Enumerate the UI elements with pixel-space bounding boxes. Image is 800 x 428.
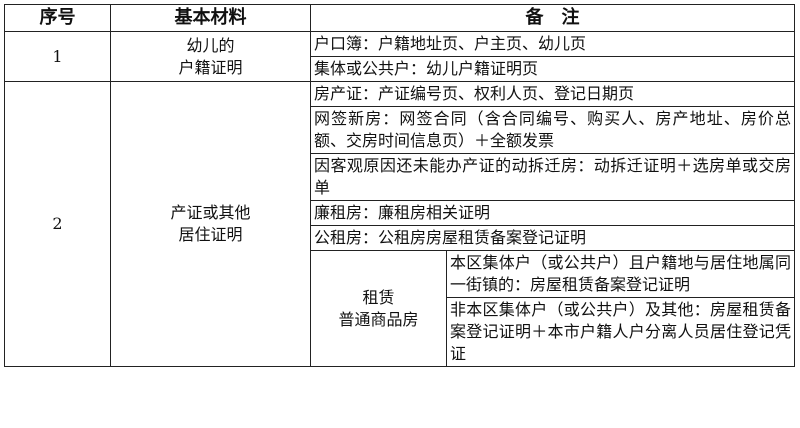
rental-item: 非本区集体户（或公共户）及其他：房屋租赁备案登记证明＋本市户籍人户分离人员居住登… [446,297,795,367]
material-line: 幼儿的 [186,35,235,55]
note-item: 集体或公共户：幼儿户籍证明页 [310,56,795,82]
materials-table: 序号 基本材料 备 注 1 幼儿的 户籍证明 户口簿：户籍地址页、户主页、幼儿页… [4,4,795,367]
table-row: 廉租房：廉租房相关证明 [5,200,795,226]
table-row: 网签新房：网签合同（含合同编号、购买人、房产地址、房价总额、交房时间信息页）＋全… [5,106,795,154]
rental-item: 本区集体户（或公共户）且户籍地与居住地属同一街镇的：房屋租赁备案登记证明 [446,250,795,298]
material-line: 产证或其他 [170,203,251,222]
row-1-seq: 1 [4,31,111,82]
table-row: 集体或公共户：幼儿户籍证明页 [5,56,795,82]
header-row: 序号 基本材料 备 注 [4,4,795,32]
rental-label-line: 租赁 [362,287,395,307]
table-row: 非本区集体户（或公共户）及其他：房屋租赁备案登记证明＋本市户籍人户分离人员居住登… [5,297,795,367]
table-row: 2 产证或其他 居住证明 房产证：产证编号页、权利人页、登记日期页 [4,81,795,367]
header-note: 备 注 [310,4,795,32]
rental-label-line: 普通商品房 [338,309,419,329]
material-line: 居住证明 [178,225,243,244]
note-item: 廉租房：廉租房相关证明 [310,200,795,226]
note-item: 户口簿：户籍地址页、户主页、幼儿页 [310,31,795,57]
row-2-seq: 2 [4,81,111,367]
table-row: 租赁 普通商品房 本区集体户（或公共户）且户籍地与居住地属同一街镇的：房屋租赁备… [5,250,795,367]
table-row: 公租房：公租房房屋租赁备案登记证明 [5,225,795,251]
table-row: 1 幼儿的 户籍证明 户口簿：户籍地址页、户主页、幼儿页 [4,31,795,82]
material-line: 户籍证明 [178,57,243,77]
header-seq: 序号 [4,4,111,32]
note-item: 因客观原因还未能办产证的动拆迁房：动拆迁证明＋选房单或交房单 [310,153,795,201]
row-2-material: 产证或其他 居住证明 [110,81,311,367]
row-1-material: 幼儿的 户籍证明 [110,31,311,82]
table-row: 因客观原因还未能办产证的动拆迁房：动拆迁证明＋选房单或交房单 [5,153,795,201]
rental-label: 租赁 普通商品房 [310,250,447,367]
note-item: 房产证：产证编号页、权利人页、登记日期页 [310,81,795,107]
note-item: 公租房：公租房房屋租赁备案登记证明 [310,225,795,251]
header-material: 基本材料 [110,4,311,32]
note-item: 网签新房：网签合同（含合同编号、购买人、房产地址、房价总额、交房时间信息页）＋全… [310,106,795,154]
